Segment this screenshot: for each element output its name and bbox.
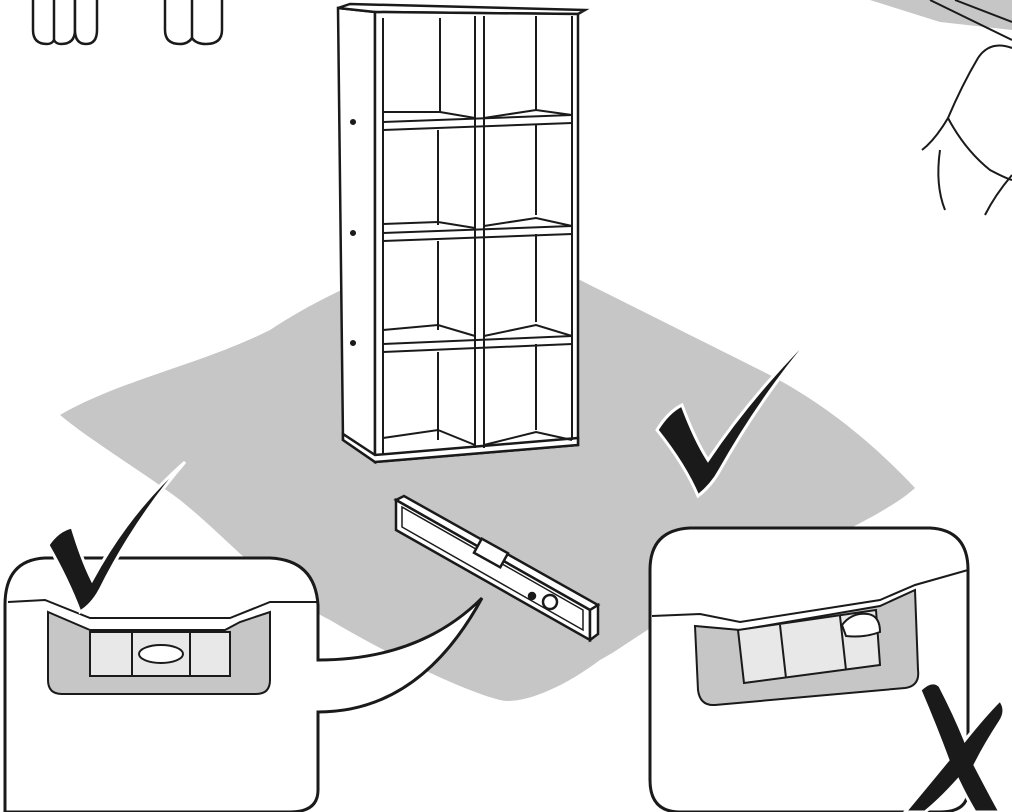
bookcase — [336, 2, 590, 465]
hand-icon — [870, 0, 1012, 216]
bubble — [840, 612, 882, 638]
level-zoom-incorrect — [648, 526, 970, 812]
check-mark-icon — [46, 460, 187, 615]
spirit-level — [393, 494, 601, 643]
plug-icon — [31, 0, 99, 46]
plug-icon — [163, 0, 224, 46]
level-zoom-correct — [3, 556, 484, 812]
check-mark-icon — [655, 320, 827, 499]
bubble — [138, 644, 184, 664]
cross-mark-icon — [903, 681, 1006, 812]
